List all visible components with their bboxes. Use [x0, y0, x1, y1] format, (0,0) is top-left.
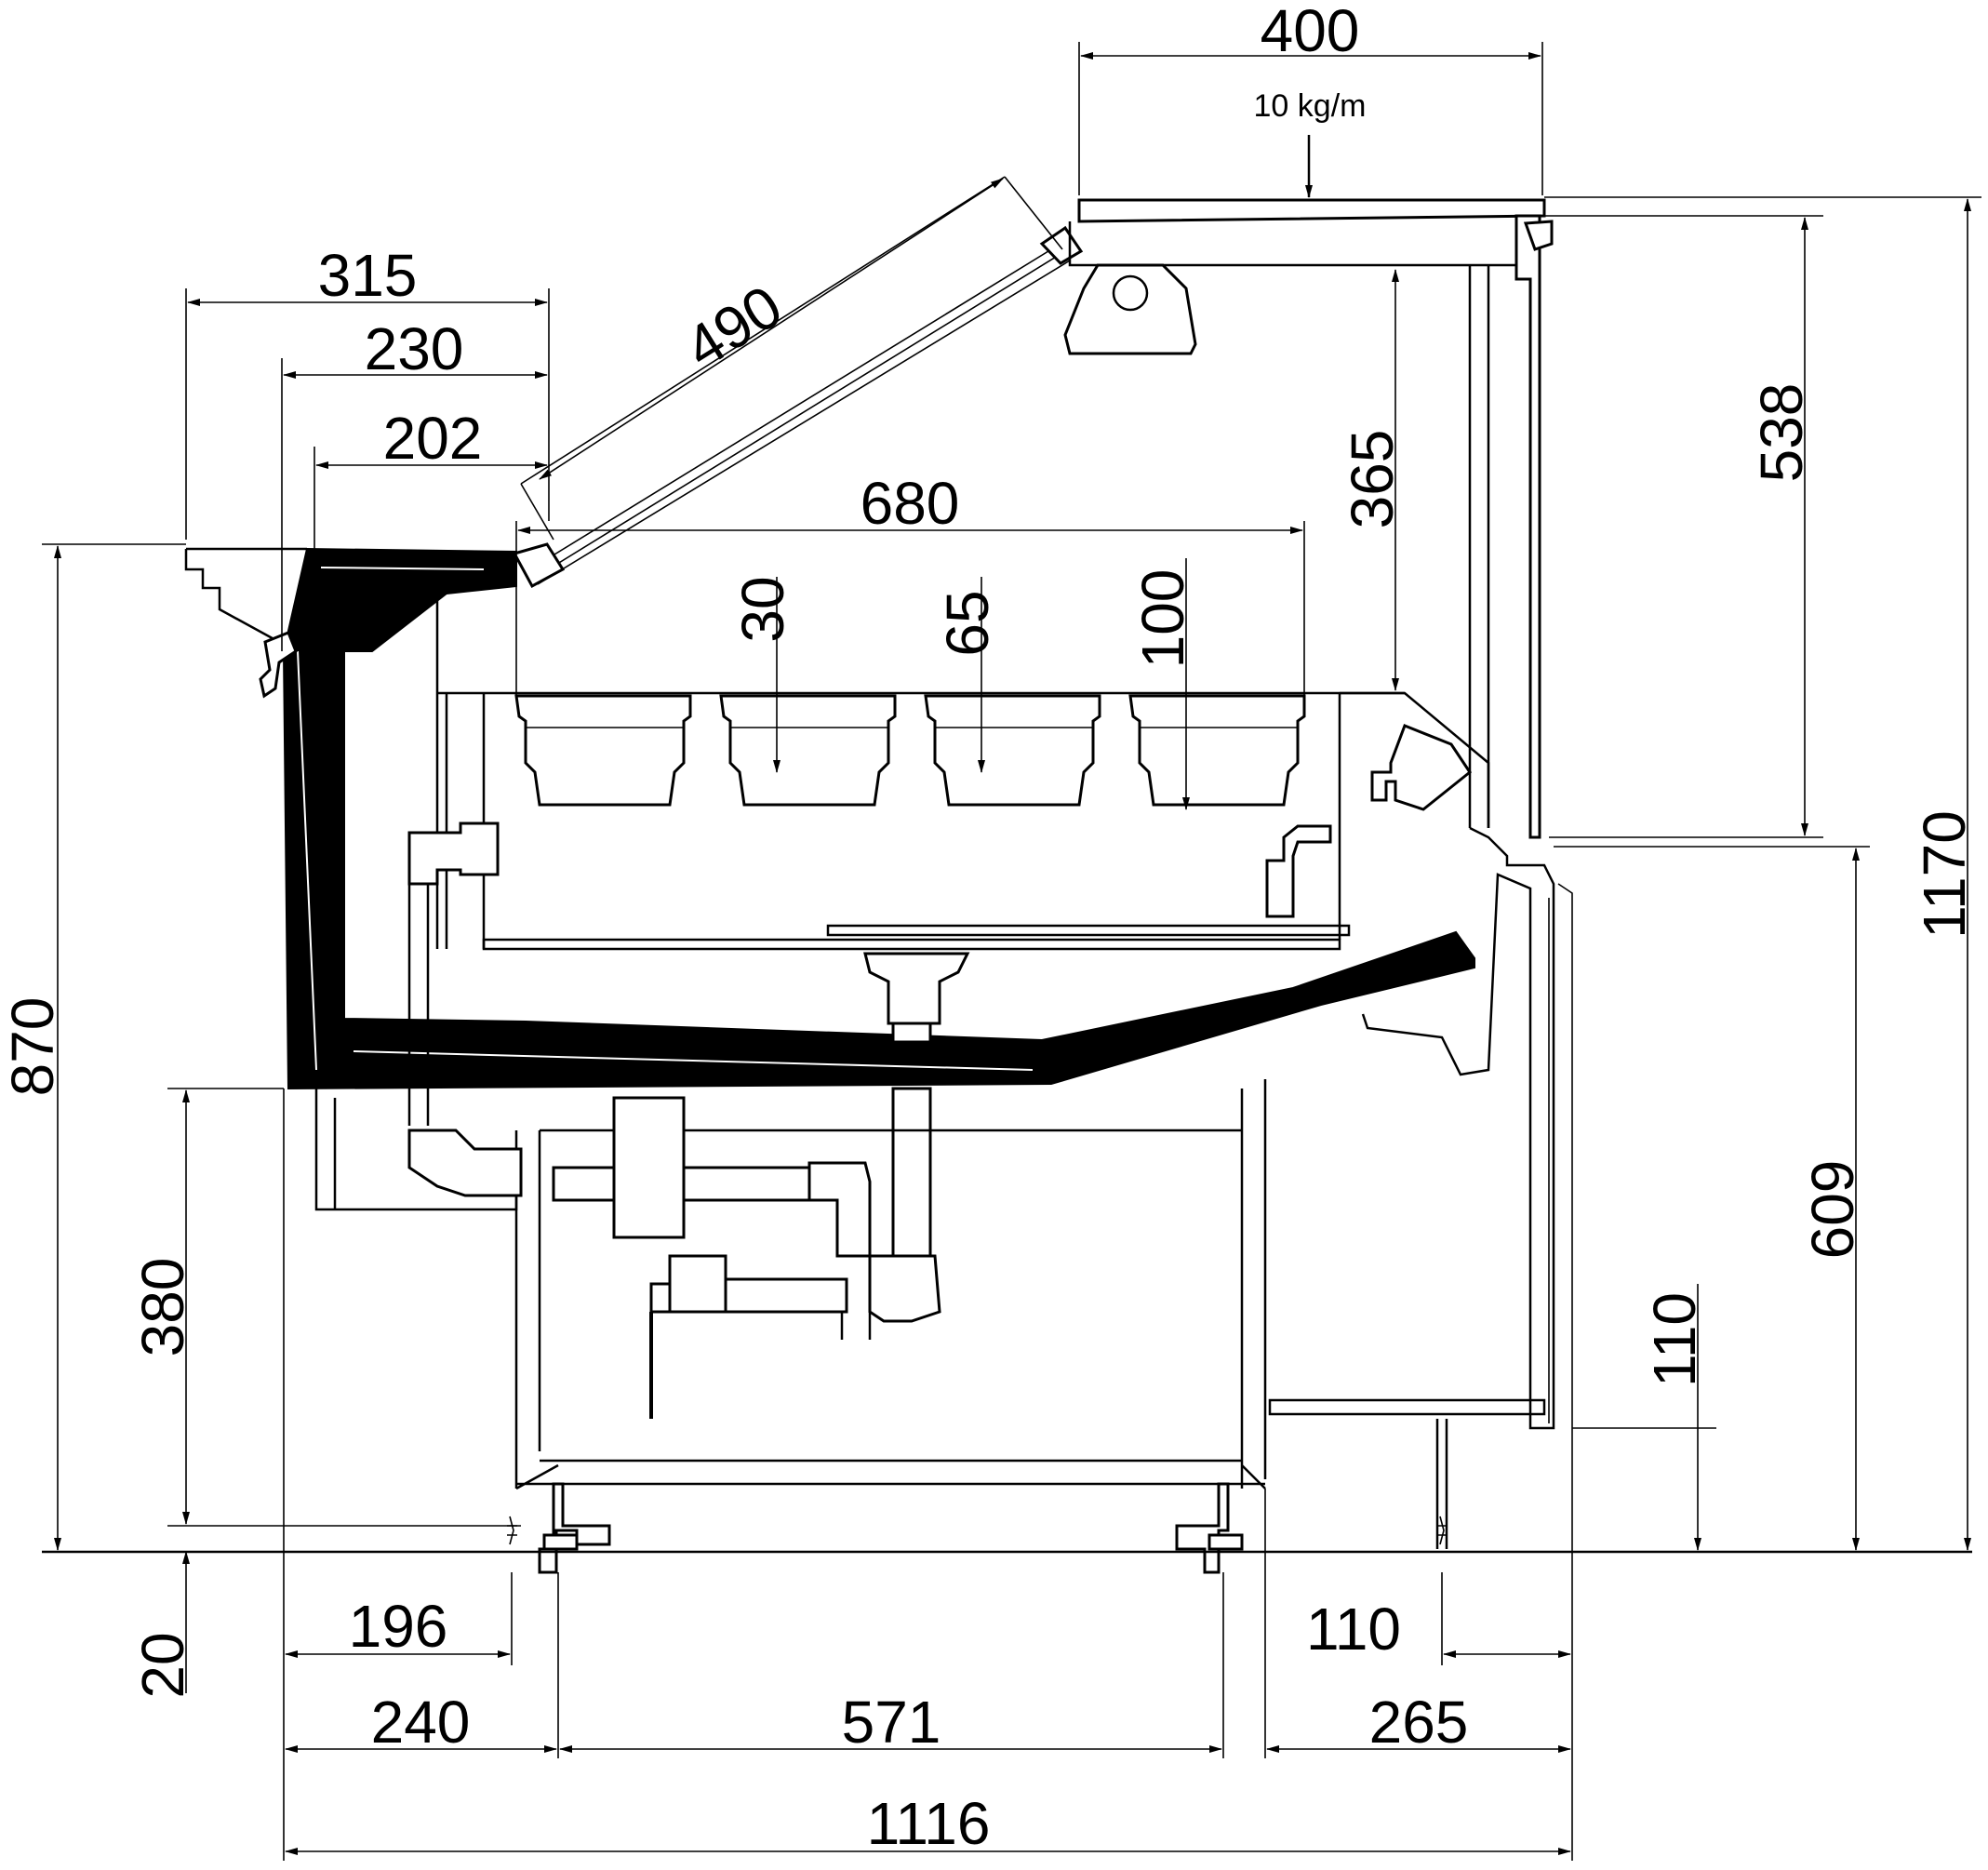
rear-base-shelf — [1268, 1398, 1546, 1549]
dim-rear-opening: 538 — [1748, 383, 1815, 483]
dim-rear-height: 609 — [1799, 1160, 1866, 1260]
rear-inner-line — [1548, 883, 1573, 1433]
dim-pan-depth-30: 30 — [729, 576, 796, 642]
pan-3 — [924, 694, 1101, 807]
dim-foot-height: 20 — [129, 1632, 196, 1698]
dim-glass-length: 490 — [674, 273, 794, 382]
display-case-body — [42, 198, 1972, 1574]
front-glass — [512, 225, 1084, 589]
front-panel-inner-line — [297, 567, 1034, 1071]
top-canopy — [1077, 198, 1546, 223]
dimension-lines — [42, 42, 1981, 1861]
load-label: 10 kg/m — [1254, 88, 1367, 124]
rear-light-fixture — [1370, 724, 1473, 811]
rear-foot — [1175, 1482, 1230, 1574]
dim-front-offset: 196 — [349, 1593, 448, 1660]
light-tube-icon — [1112, 274, 1149, 312]
evaporator-tray — [482, 924, 1351, 951]
dim-overhang-230: 230 — [365, 315, 464, 382]
dim-total-height: 1170 — [1911, 810, 1978, 939]
front-foot — [538, 1482, 611, 1574]
pan-1 — [514, 694, 692, 807]
dim-overhang-315: 315 — [318, 242, 418, 309]
front-handle — [259, 631, 298, 699]
dim-display-width: 680 — [861, 470, 960, 537]
rear-shelf-slope — [1340, 691, 1490, 828]
condensing-unit — [407, 1096, 941, 1419]
rear-foot-pad — [1207, 1533, 1244, 1551]
gastronorm-pans — [514, 694, 1306, 807]
dim-base-width: 571 — [842, 1689, 941, 1756]
front-top-cap — [184, 547, 307, 644]
rear-door-hinge — [1523, 220, 1554, 251]
front-foot-pad — [542, 1533, 579, 1551]
front-pipe-vertical — [407, 884, 430, 1126]
dim-pan-depth-100: 100 — [1129, 569, 1196, 669]
front-panel-section — [282, 547, 1475, 1090]
rear-panel — [1361, 826, 1555, 1430]
pan-2 — [719, 694, 897, 807]
dim-pan-depth-65: 65 — [934, 590, 1001, 656]
front-wheel — [507, 1516, 517, 1545]
dim-rear-step: 110 — [1641, 1292, 1708, 1387]
dim-total-depth: 1116 — [867, 1790, 991, 1857]
rear-door-frame — [1514, 214, 1541, 839]
dim-shelf-height: 365 — [1339, 430, 1406, 529]
dim-counter-height: 870 — [0, 997, 66, 1097]
dim-rear-offset: 110 — [1306, 1596, 1401, 1663]
dim-rear-base: 265 — [1369, 1689, 1469, 1756]
dim-base-height: 380 — [129, 1258, 196, 1357]
base-frame — [514, 1079, 1267, 1490]
dim-top-width: 400 — [1261, 0, 1360, 64]
dim-overhang-202: 202 — [383, 405, 483, 472]
dim-front-base: 240 — [371, 1689, 471, 1756]
pan-4 — [1128, 694, 1306, 807]
rear-wheel — [1437, 1516, 1448, 1545]
drain-assembly — [863, 952, 970, 1025]
valve-front — [407, 821, 500, 886]
valve-rear — [1265, 824, 1332, 918]
